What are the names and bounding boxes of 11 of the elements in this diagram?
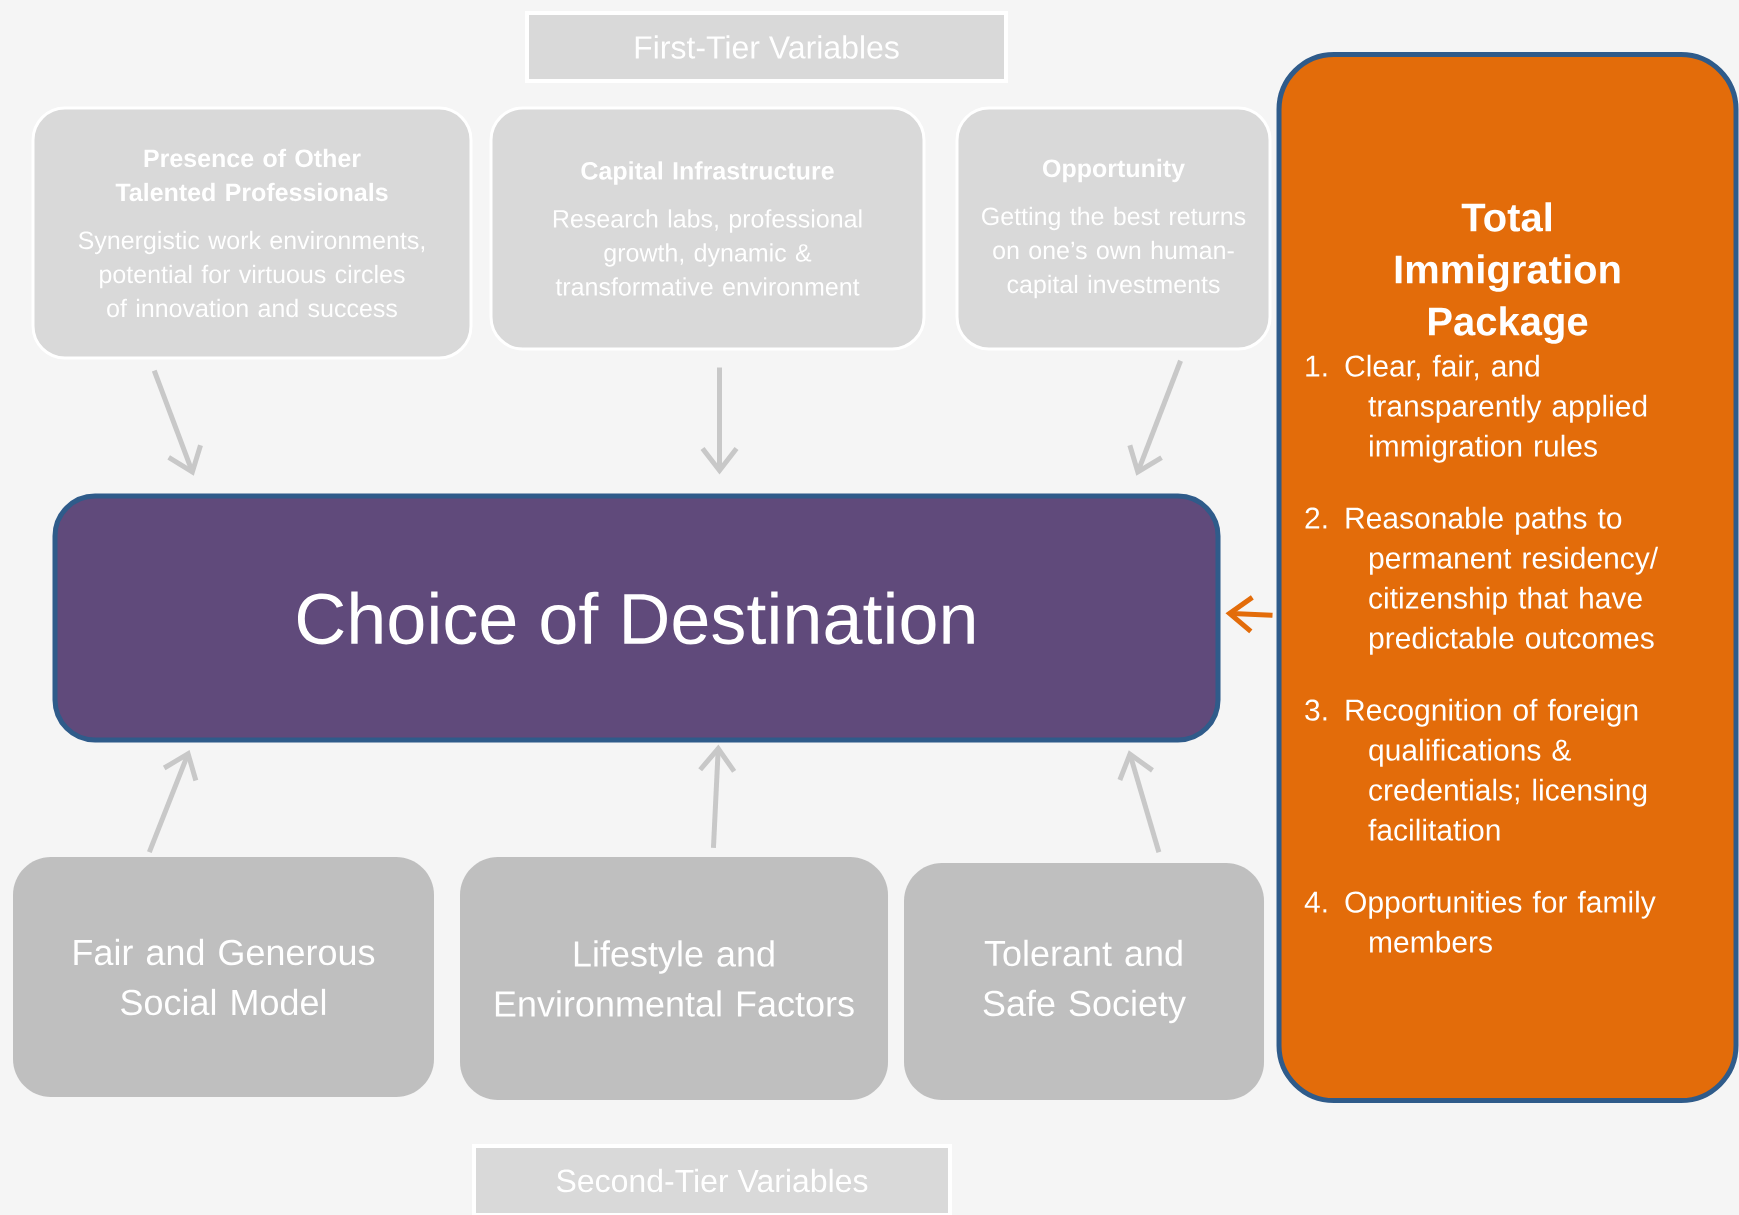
arrow	[698, 744, 737, 848]
arrow	[1117, 750, 1162, 853]
factor-box: Lifestyle and Environmental Factors	[460, 857, 888, 1100]
arrow	[151, 369, 203, 476]
arrow	[147, 749, 199, 854]
destination-box: Choice of Destination	[52, 493, 1221, 743]
arrow	[1127, 359, 1183, 476]
arrow	[700, 367, 739, 475]
factor-box: Tolerant and Safe Society	[904, 863, 1264, 1100]
factor-box: Fair and Generous Social Model	[13, 857, 434, 1097]
info-panel: Total Immigration Package 1. Clear, fair, and transparently applied immigration rules 2. Reasonable paths to permanent residency/ citizenship that have predictable outcomes 3. Recognition of foreign qualifications & credentials; licensing facilitation 4. Opportunities for family members	[1276, 52, 1739, 1103]
